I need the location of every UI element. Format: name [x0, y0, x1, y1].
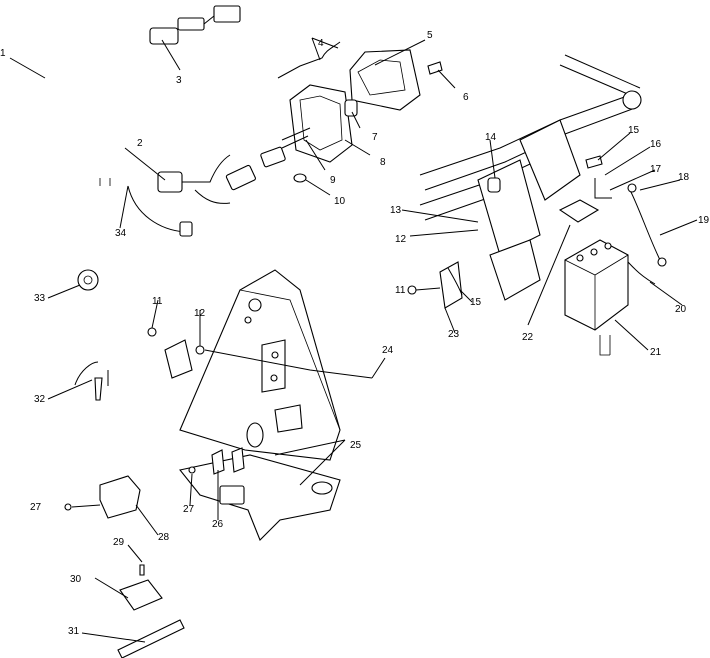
callout-31: 31 [68, 626, 80, 637]
grommet-10 [293, 173, 307, 183]
callout-23: 23 [448, 329, 460, 340]
center-tower [147, 269, 373, 541]
taillight-lens [349, 49, 421, 111]
callout-3: 3 [176, 75, 182, 86]
clip-32 [94, 377, 103, 401]
callout-20: 20 [675, 304, 687, 315]
leader-lines [9, 37, 698, 643]
callout-30: 30 [70, 574, 82, 585]
battery-pad-22 [558, 199, 600, 223]
callout-27-right: 27 [183, 504, 195, 515]
taillight-assembly [260, 41, 443, 183]
callout-11-right: 11 [395, 285, 406, 296]
callout-14: 14 [485, 132, 497, 143]
callout-22: 22 [522, 332, 534, 343]
callout-8: 8 [380, 157, 386, 168]
ignition-bracket [407, 261, 463, 309]
callout-7: 7 [372, 132, 378, 143]
strip-31 [117, 619, 185, 658]
callout-6: 6 [463, 92, 469, 103]
connector-2 [157, 171, 183, 193]
callout-19: 19 [698, 215, 710, 226]
callout-10: 10 [334, 196, 346, 207]
callout-labels: 1 2 3 4 5 6 7 8 9 10 11 11 12 12 13 14 1… [0, 30, 710, 637]
wiring-harness [22, 5, 256, 237]
callout-33: 33 [34, 293, 46, 304]
callout-16: 16 [650, 139, 662, 150]
callout-17: 17 [650, 164, 662, 175]
callout-15-top: 15 [628, 125, 640, 136]
grommet-33 [77, 269, 99, 291]
callout-25: 25 [350, 440, 362, 451]
callout-1: 1 [0, 48, 6, 59]
frame-rails [419, 54, 642, 301]
callout-27-left: 27 [30, 502, 42, 513]
callout-13: 13 [390, 205, 402, 216]
callout-28: 28 [158, 532, 170, 543]
callout-32: 32 [34, 394, 46, 405]
battery-21 [564, 239, 629, 331]
callout-24: 24 [382, 345, 394, 356]
plate-30 [119, 579, 163, 611]
battery-group [558, 155, 667, 356]
plug-connector [213, 5, 241, 23]
callout-12-right: 12 [395, 234, 407, 245]
callout-12-left: 12 [194, 308, 206, 319]
callout-11-left: 11 [152, 296, 163, 307]
callout-5: 5 [427, 30, 433, 41]
callout-15-bottom: 15 [470, 297, 482, 308]
callout-9: 9 [330, 175, 336, 186]
bracket-28 [99, 475, 141, 519]
callout-21: 21 [650, 347, 662, 358]
callout-4: 4 [318, 38, 324, 49]
callout-34: 34 [115, 228, 127, 239]
callout-29: 29 [113, 537, 125, 548]
callout-2: 2 [137, 138, 143, 149]
connector-3 [149, 27, 179, 45]
callout-26: 26 [212, 519, 224, 530]
callout-18: 18 [678, 172, 690, 183]
loose-parts [64, 269, 185, 658]
